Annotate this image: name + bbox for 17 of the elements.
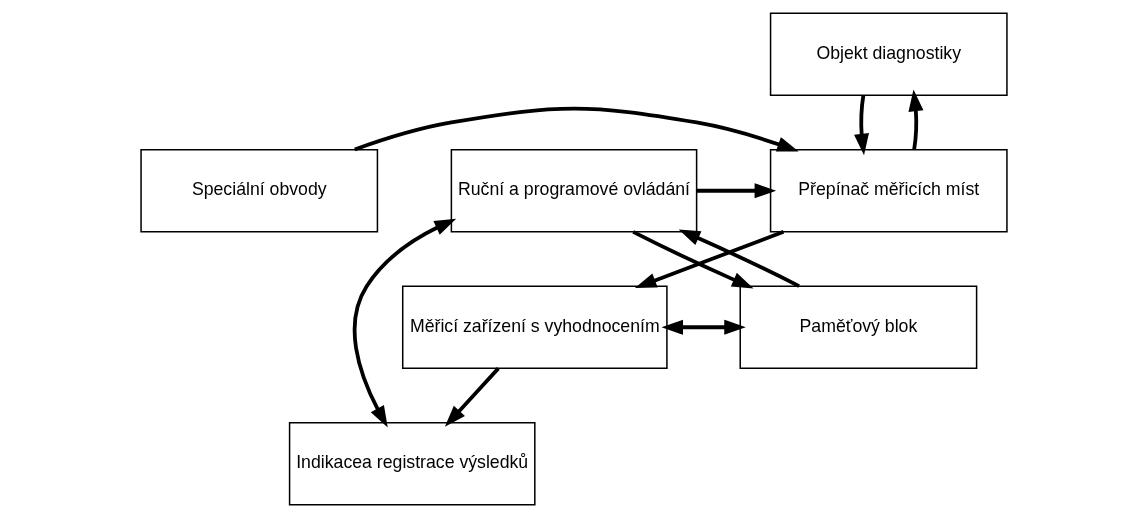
node-box: Indikacea registrace výsledků (288, 421, 536, 506)
arrow (631, 230, 754, 289)
node-box: Objekt diagnostiky (769, 12, 1008, 97)
arrow (353, 106, 799, 152)
arrow (696, 183, 776, 199)
node-box: Speciální obvody (139, 148, 378, 233)
arrow (352, 218, 456, 428)
arrow (907, 89, 923, 150)
node-box: Přepínač měřicích míst (769, 148, 1008, 233)
node-box: Ruční a programové ovládání (450, 148, 697, 233)
arrow (634, 230, 784, 289)
arrow (853, 95, 869, 156)
node-box: Měřicí zařízení s vyhodnocením (401, 285, 668, 370)
arrow (678, 229, 800, 288)
node-box: Paměťový blok (738, 285, 977, 370)
arrow (444, 367, 500, 427)
arrow (661, 319, 746, 335)
